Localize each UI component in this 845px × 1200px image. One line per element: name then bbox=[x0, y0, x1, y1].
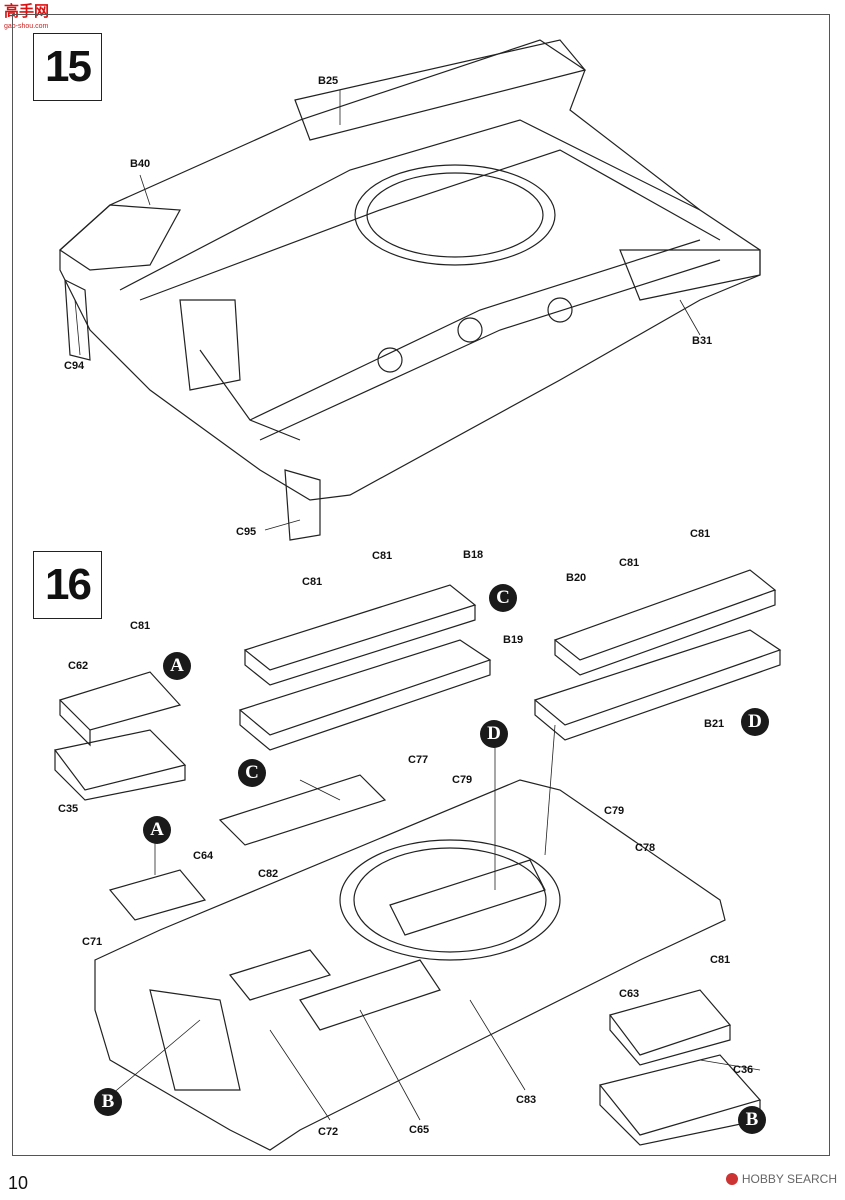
part-label-c95: C95 bbox=[236, 526, 257, 538]
part-label-c81: C81 bbox=[302, 576, 323, 588]
part-label-b19: B19 bbox=[503, 634, 524, 646]
callout-a: A bbox=[163, 652, 191, 680]
step16-box-c-drawing bbox=[238, 584, 492, 751]
part-label-c64: C64 bbox=[193, 850, 214, 862]
part-label-b25: B25 bbox=[318, 75, 339, 87]
part-label-c94: C94 bbox=[64, 360, 85, 372]
step15-chassis-drawing bbox=[59, 39, 761, 541]
part-label-c77: C77 bbox=[408, 754, 429, 766]
part-label-b18: B18 bbox=[463, 549, 484, 561]
part-label-c62: C62 bbox=[68, 660, 89, 672]
callout-b: B bbox=[738, 1106, 766, 1134]
callout-d: D bbox=[741, 708, 769, 736]
footer-watermark-text: HOBBY SEARCH bbox=[741, 1172, 837, 1186]
footer-watermark: HOBBY SEARCH bbox=[725, 1172, 837, 1186]
part-label-b21: B21 bbox=[704, 718, 725, 730]
part-label-c36: C36 bbox=[733, 1064, 754, 1076]
step-number-15: 15 bbox=[33, 33, 102, 101]
part-label-c83: C83 bbox=[516, 1094, 537, 1106]
instruction-page-frame bbox=[12, 14, 830, 1156]
page-number: 10 bbox=[8, 1173, 29, 1193]
step16-box-a-drawing bbox=[53, 671, 187, 801]
callout-a: A bbox=[143, 816, 171, 844]
part-label-b40: B40 bbox=[130, 158, 151, 170]
part-label-c81: C81 bbox=[690, 528, 711, 540]
part-label-c63: C63 bbox=[619, 988, 640, 1000]
step-number-16: 16 bbox=[33, 551, 102, 619]
leader-lines bbox=[74, 90, 761, 1121]
part-label-c35: C35 bbox=[58, 803, 79, 815]
callout-d: D bbox=[480, 720, 508, 748]
part-label-c78: C78 bbox=[635, 842, 656, 854]
part-label-c81: C81 bbox=[372, 550, 393, 562]
step16-box-d-drawing bbox=[533, 569, 782, 741]
site-logo-subtitle: gao-shou.com bbox=[4, 23, 49, 30]
part-label-c72: C72 bbox=[318, 1126, 339, 1138]
part-label-c71: C71 bbox=[82, 936, 103, 948]
part-label-c82: C82 bbox=[258, 868, 279, 880]
part-label-b20: B20 bbox=[566, 572, 587, 584]
callout-c: C bbox=[238, 759, 266, 787]
site-logo: 高手网 gao-shou.com bbox=[4, 4, 49, 34]
callout-b: B bbox=[94, 1088, 122, 1116]
part-label-c79: C79 bbox=[604, 805, 625, 817]
hobby-search-logo-icon bbox=[725, 1173, 738, 1185]
part-label-c79: C79 bbox=[452, 774, 473, 786]
step16-chassis-drawing bbox=[94, 774, 726, 1151]
part-label-b31: B31 bbox=[692, 335, 713, 347]
site-logo-title: 高手网 bbox=[4, 3, 50, 20]
part-label-c81: C81 bbox=[710, 954, 731, 966]
part-label-c65: C65 bbox=[409, 1124, 430, 1136]
part-label-c81: C81 bbox=[130, 620, 151, 632]
callout-c: C bbox=[489, 584, 517, 612]
part-label-c81: C81 bbox=[619, 557, 640, 569]
